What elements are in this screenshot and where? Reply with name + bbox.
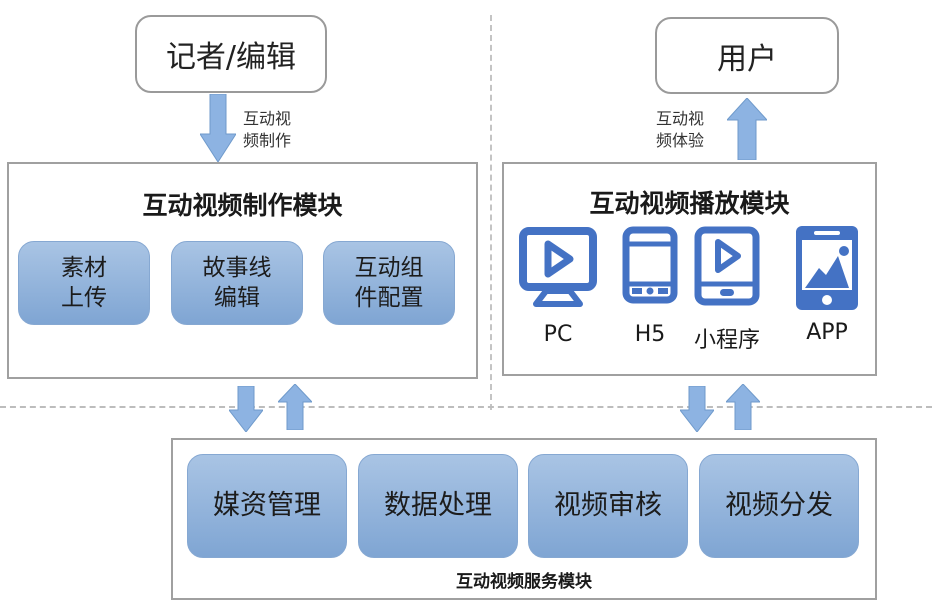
production-item-material-upload: 素材 上传 [18,241,150,325]
flow-label-production: 互动视 频制作 [243,108,291,152]
flow-label-experience-line1: 互动视 [656,109,705,128]
production-item-storyline-edit: 故事线 编辑 [171,241,303,325]
service-item-video-distribution: 视频分发 [699,454,859,558]
flow-label-experience: 互动视 频体验 [656,108,704,152]
horizontal-divider [0,406,932,408]
platform-pc: PC [518,226,598,347]
tablet-icon [622,226,678,304]
tile-line: 上传 [61,285,107,311]
platform-label-h5: H5 [634,322,666,347]
playback-module-panel: 互动视频播放模块 PC H5 小程序 [502,162,877,376]
arrow-down-to-service-left [229,386,263,432]
service-module-panel: 媒资管理 数据处理 视频审核 视频分发 互动视频服务模块 [171,438,877,600]
playback-module-title: 互动视频播放模块 [589,189,790,218]
arrow-up-experience [727,98,767,160]
service-item-data-processing: 数据处理 [358,454,518,558]
tile-line: 件配置 [354,285,424,311]
arrow-up-from-service-right [726,384,760,430]
platform-app: APP [794,224,860,345]
service-module-title: 互动视频服务模块 [456,572,592,592]
arrow-up-from-service-left [278,384,312,430]
platform-label-pc: PC [543,322,573,347]
arrow-down-to-service-right [680,386,714,432]
tile-line: 故事线 [202,255,272,281]
service-item-video-review: 视频审核 [528,454,688,558]
tablet-play-icon [694,226,760,306]
platform-label-app: APP [806,320,848,345]
platform-h5: H5 [622,226,678,347]
flow-label-production-line2: 频制作 [243,131,292,150]
service-item-media-asset: 媒资管理 [187,454,347,558]
production-module-panel: 互动视频制作模块 素材 上传 故事线 编辑 互动组 件配置 [7,162,478,379]
flow-label-experience-line2: 频体验 [656,131,705,150]
vertical-divider [490,15,492,410]
production-module-title: 互动视频制作模块 [142,191,343,220]
actor-user: 用户 [655,17,839,94]
phone-image-icon [796,226,858,310]
actor-editor: 记者/编辑 [135,15,327,93]
tile-line: 素材 [61,255,107,281]
production-item-component-config: 互动组 件配置 [323,241,455,325]
flow-label-production-line1: 互动视 [243,109,292,128]
platform-label-miniprogram: 小程序 [693,328,760,353]
arrow-down-production [200,94,236,162]
tile-line: 编辑 [214,285,260,311]
monitor-play-icon [519,227,597,307]
tile-line: 互动组 [354,255,424,281]
platform-miniprogram: 小程序 [692,226,762,354]
